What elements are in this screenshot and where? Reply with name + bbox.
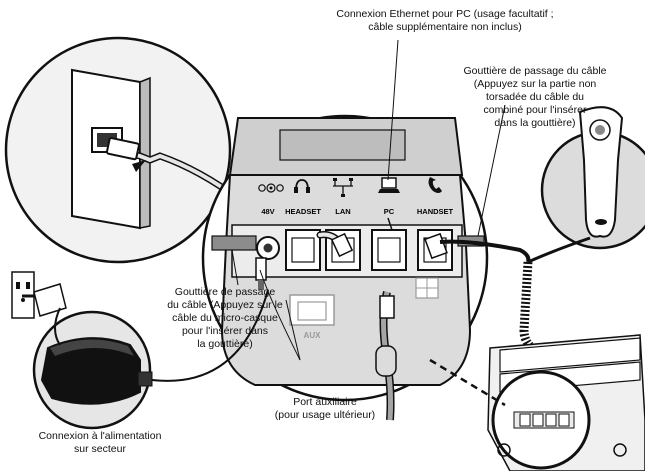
port-aux: AUX (289, 294, 335, 340)
port-pc (371, 229, 407, 271)
callout-power-line2: sur secteur (74, 443, 126, 455)
callout-handset-cable-channel-line4: combiné pour l'insérer (483, 104, 587, 116)
power-adapter (11, 271, 269, 430)
pc-icon (378, 177, 400, 193)
callout-headset-cable-channel-line2: du câble (Appuyez sur le (167, 299, 283, 311)
callout-handset-cable-channel-line3: torsadée du câble du (485, 91, 585, 103)
label-headset: HEADSET (285, 207, 321, 216)
callout-ethernet-pc-line1: Connexion Ethernet pour PC (usage facult… (336, 8, 554, 20)
callout-headset-cable-channel-line1: Gouttière de passage (174, 286, 276, 298)
label-48v: 48V (261, 207, 274, 216)
callout-ethernet-pc-line2: câble supplémentaire non inclus) (368, 21, 522, 33)
label-handset: HANDSET (417, 207, 454, 216)
headset-icon (294, 179, 310, 193)
callout-aux-port: Port auxiliaire (pour usage ultérieur) (255, 396, 395, 422)
grid-block (415, 277, 439, 299)
callout-power: Connexion à l'alimentation sur secteur (15, 430, 185, 456)
callout-handset-cable-channel-line2: (Appuyez sur la partie non (473, 78, 597, 90)
callout-aux-port-line1: Port auxiliaire (293, 396, 357, 408)
callout-handset-cable-channel-line5: dans la gouttière) (494, 117, 576, 129)
label-aux: AUX (304, 331, 322, 340)
handset-icon (428, 177, 442, 193)
leader-lines (231, 39, 506, 361)
callout-headset-cable-channel-line5: la gouttière) (197, 338, 253, 350)
callout-handset-cable-channel-line1: Gouttière de passage du câble (463, 65, 607, 77)
phone-base: 48V HEADSET LAN PC HANDSET AUX (201, 114, 489, 421)
callout-headset-cable-channel: Gouttière de passage du câble (Appuyez s… (150, 286, 300, 351)
handset-cord (439, 236, 591, 350)
callout-headset-cable-channel-line4: pour l'insérer dans (181, 325, 269, 337)
callout-headset-cable-channel-line3: câble du micro-casque (172, 312, 278, 324)
label-lan: LAN (335, 207, 350, 216)
port-headset (285, 229, 321, 271)
wall-jack-circle (4, 36, 324, 264)
label-pc: PC (384, 207, 395, 216)
lan-icon (333, 178, 353, 197)
callout-power-line1: Connexion à l'alimentation (38, 430, 162, 442)
phone-overview (487, 334, 645, 471)
handset-circle (540, 106, 645, 250)
callout-ethernet-pc: Connexion Ethernet pour PC (usage facult… (300, 8, 590, 34)
power-icon (258, 183, 284, 193)
callout-handset-cable-channel: Gouttière de passage du câble (Appuyez s… (450, 65, 620, 130)
callout-aux-port-line2: (pour usage ultérieur) (274, 409, 376, 421)
